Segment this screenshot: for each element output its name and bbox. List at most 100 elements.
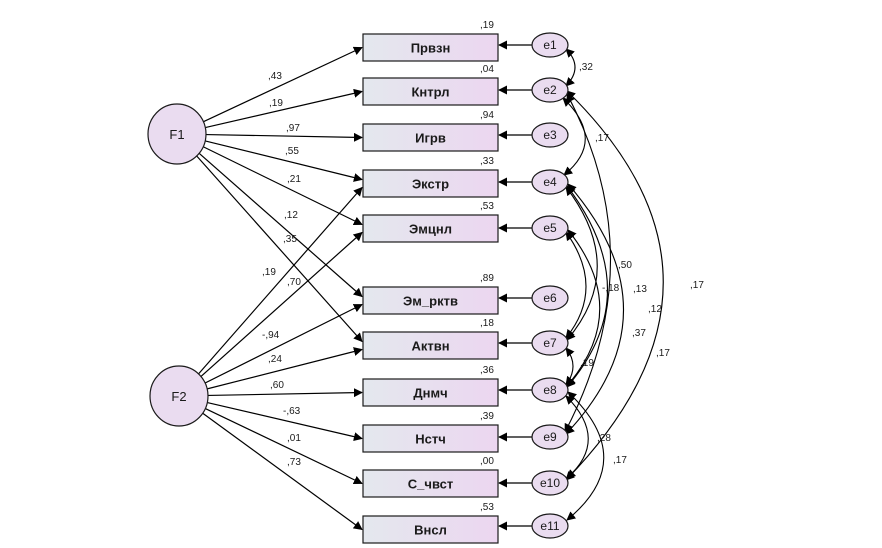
loading-path-f2-6 <box>207 347 363 390</box>
loading-value-f2-10: ,73 <box>287 457 301 468</box>
loading-value-f1-0: ,43 <box>268 71 282 82</box>
loading-path-f1-3 <box>205 140 363 182</box>
observed-label-3: Экстр <box>412 177 449 192</box>
loading-path-f1-5 <box>198 152 363 298</box>
r-squared-1: ,04 <box>480 64 494 75</box>
covariance-e1-e2 <box>565 48 576 87</box>
covariance-e8-e10 <box>565 395 589 479</box>
covariance-e8-e11 <box>566 391 605 521</box>
error-label-e8: e8 <box>543 383 557 397</box>
error-label-e10: e10 <box>540 476 560 490</box>
error-label-e5: e5 <box>543 221 557 235</box>
covariance-value-e4-e7: ,50 <box>618 260 632 271</box>
loading-path-f1-4 <box>202 146 363 226</box>
loading-path-f2-3 <box>198 186 363 375</box>
observed-box-10 <box>362 515 499 544</box>
observed-box-9 <box>362 469 499 498</box>
r-squared-3: ,33 <box>480 156 494 167</box>
loading-value-f2-7: ,60 <box>270 380 284 391</box>
loading-value-f1-2: ,97 <box>286 123 300 134</box>
loading-path-f1-0 <box>203 46 363 123</box>
loading-path-f1-6 <box>196 155 363 343</box>
r-squared-5: ,89 <box>480 273 494 284</box>
error-label-e7: e7 <box>543 336 557 350</box>
observed-label-8: Нстч <box>415 432 446 447</box>
observed-box-8 <box>362 424 499 453</box>
loading-value-f2-9: ,01 <box>287 433 301 444</box>
covariance-e5-e8 <box>566 229 601 387</box>
error-label-e2: e2 <box>543 83 557 97</box>
observed-label-1: Кнтрл <box>411 85 449 100</box>
covariance-e4-e8 <box>566 185 609 388</box>
error-node-e4 <box>531 169 569 195</box>
observed-box-1 <box>362 77 499 106</box>
loading-value-f1-5: ,12 <box>284 210 298 221</box>
r-squared-8: ,39 <box>480 411 494 422</box>
covariance-value-e1-e2: ,32 <box>579 62 593 73</box>
covariance-e7-e8 <box>565 347 575 386</box>
latent-node-f2 <box>149 365 209 427</box>
covariance-value-e2-e10: ,17 <box>690 280 704 291</box>
observed-label-6: Актвн <box>411 339 449 354</box>
loading-value-f1-4: ,21 <box>287 174 301 185</box>
loading-value-f1-1: ,19 <box>269 98 283 109</box>
observed-box-6 <box>362 331 499 360</box>
loading-path-f2-10 <box>202 412 363 531</box>
covariance-e4-e9 <box>565 183 625 435</box>
covariance-e2-e9 <box>564 93 612 433</box>
error-node-e9 <box>531 424 569 450</box>
error-node-e5 <box>531 215 569 241</box>
error-node-e1 <box>531 32 569 58</box>
r-squared-2: ,94 <box>480 110 494 121</box>
loading-path-f2-7 <box>207 388 363 398</box>
error-label-e11: e11 <box>540 519 559 533</box>
nodes-layer: Првзн,19Кнтрл,04Игрв,94Экстр,33Эмцнл,53Э… <box>147 20 569 544</box>
observed-label-2: Игрв <box>415 131 446 146</box>
error-label-e6: e6 <box>543 291 557 305</box>
latent-node-f1 <box>147 103 207 165</box>
error-label-e3: e3 <box>543 128 557 142</box>
covariance-value-e5-e8: ,37 <box>632 328 646 339</box>
r-squared-7: ,36 <box>480 365 494 376</box>
covariance-e5-e7 <box>565 231 587 339</box>
observed-label-7: Днмч <box>413 386 447 401</box>
loading-value-f1-6: ,35 <box>283 234 297 245</box>
covariance-value-e4-e9: ,17 <box>656 348 670 359</box>
error-node-e3 <box>531 122 569 148</box>
covariance-value-e2-e4: ,17 <box>595 133 609 144</box>
error-label-e9: e9 <box>543 430 557 444</box>
observed-label-9: С_чвст <box>408 477 453 492</box>
loading-value-f2-6: ,24 <box>268 354 282 365</box>
covariance-value-e8-e10: ,28 <box>597 433 611 444</box>
covariance-value-e7-e8: ,19 <box>580 358 594 369</box>
observed-label-4: Эмцнл <box>409 222 452 237</box>
loading-path-f1-1 <box>205 88 363 129</box>
r-squared-0: ,19 <box>480 20 494 31</box>
observed-box-5 <box>362 286 499 315</box>
loading-value-f2-4: ,70 <box>287 277 301 288</box>
loading-path-f1-2 <box>205 132 363 142</box>
r-squared-10: ,53 <box>480 502 494 513</box>
error-node-e2 <box>531 77 569 103</box>
error-node-e11 <box>531 513 569 539</box>
observed-box-3 <box>362 169 499 198</box>
error-node-e6 <box>531 285 569 311</box>
loading-value-f2-8: -,63 <box>283 406 301 417</box>
observed-box-0 <box>362 33 499 62</box>
observed-label-5: Эм_рктв <box>403 294 458 309</box>
loading-path-f2-5 <box>204 303 363 384</box>
error-node-e8 <box>531 377 569 403</box>
covariance-value-e4-e8: ,13 <box>633 284 647 295</box>
covariance-e4-e7 <box>565 186 598 341</box>
observed-box-2 <box>362 123 499 152</box>
error-label-e4: e4 <box>543 175 557 189</box>
error-node-e7 <box>531 330 569 356</box>
loading-value-f1-3: ,55 <box>285 146 299 157</box>
loading-value-f2-3: ,19 <box>262 267 276 278</box>
error-node-e10 <box>531 470 569 496</box>
covariance-value-e8-e11: ,17 <box>613 455 627 466</box>
paths-layer: ,43,19,97,55,21,12,35,19,70-,94,24,60-,6… <box>196 40 532 531</box>
r-squared-6: ,18 <box>480 318 494 329</box>
latent-label-f2: F2 <box>171 389 186 404</box>
